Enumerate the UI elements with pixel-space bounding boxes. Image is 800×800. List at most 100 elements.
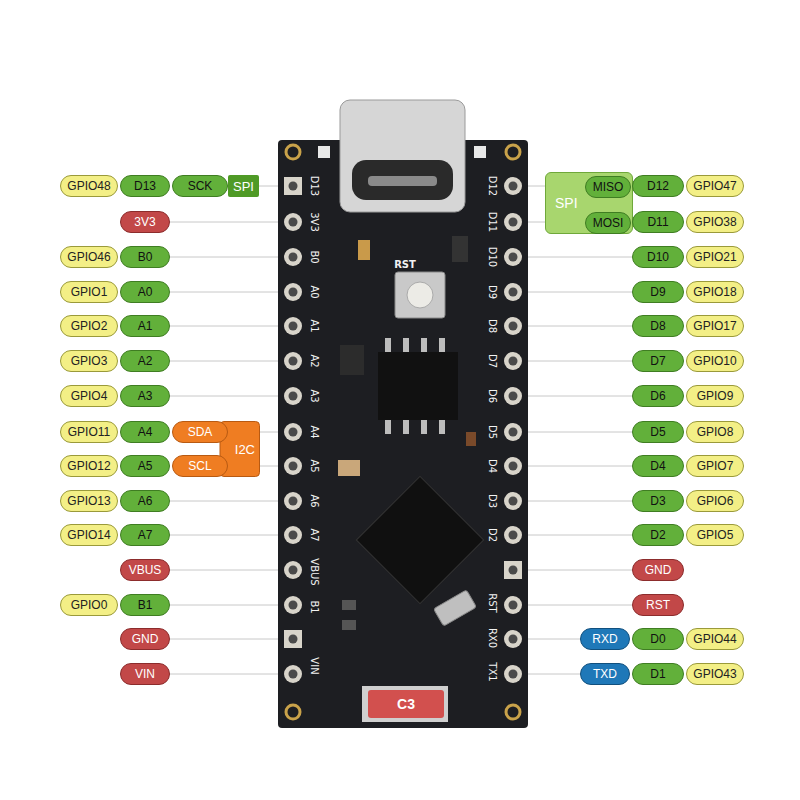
pin-label: D4 (632, 455, 684, 477)
pin-pad (504, 352, 522, 370)
silkscreen-label: D10 (487, 247, 498, 267)
pin-label: GPIO47 (686, 175, 744, 197)
pin-label: GPIO9 (686, 385, 744, 407)
pin-pad (504, 492, 522, 510)
pin-label: GPIO46 (60, 246, 118, 268)
pin-hole (509, 531, 518, 540)
pin-label: GPIO11 (60, 421, 118, 443)
pin-text: SDA (188, 425, 213, 439)
pin-hole (509, 392, 518, 401)
pin-label: GPIO12 (60, 455, 118, 477)
pin-text: D2 (650, 528, 665, 542)
pin-label: D8 (632, 315, 684, 337)
pin-label: D3 (632, 490, 684, 512)
silkscreen-label: D5 (487, 425, 498, 439)
pin-pad (284, 283, 302, 301)
pin-text: A0 (138, 285, 153, 299)
silkscreen-label: A2 (309, 354, 320, 367)
pin-label: B0 (120, 246, 170, 268)
pin-pad (504, 248, 522, 266)
pin-pad (284, 526, 302, 544)
silkscreen-label: D7 (487, 354, 498, 368)
pin-pad (284, 561, 302, 579)
pin-text: GPIO18 (693, 285, 736, 299)
pin-text: RXD (592, 632, 617, 646)
pin-pad (504, 423, 522, 441)
silkscreen-label: D13 (309, 176, 320, 196)
pin-pad (284, 387, 302, 405)
silkscreen-label: A4 (309, 425, 320, 438)
component-marking: C3 (397, 696, 415, 712)
pin-label: GPIO8 (686, 421, 744, 443)
pin-hole (509, 253, 518, 262)
silkscreen-label: B1 (309, 600, 320, 613)
bus-group: SPIMISOMOSI (545, 172, 633, 234)
silkscreen-label: TX1 (487, 662, 498, 681)
pin-label: GPIO18 (686, 281, 744, 303)
pin-label: SCK (172, 175, 228, 197)
pin-pad (504, 283, 522, 301)
pin-label: D2 (632, 524, 684, 546)
pin-text: GPIO6 (697, 494, 734, 508)
pin-text: GPIO43 (693, 667, 736, 681)
pin-text: GPIO7 (697, 459, 734, 473)
pin-text: GPIO2 (71, 319, 108, 333)
pin-text: A3 (138, 389, 153, 403)
pin-hole (289, 253, 298, 262)
pin-text: D9 (650, 285, 665, 299)
silkscreen-label: D11 (487, 212, 498, 232)
pin-hole (509, 601, 518, 610)
pin-pad (504, 665, 522, 683)
pin-text: GPIO11 (68, 425, 110, 439)
silkscreen-label: A0 (309, 285, 320, 298)
pin-text: MISO (593, 180, 624, 194)
pin-text: D10 (647, 250, 669, 264)
silkscreen-label: D12 (487, 176, 498, 196)
pin-hole (509, 322, 518, 331)
pin-text: RST (646, 598, 670, 612)
pin-text: A1 (138, 319, 153, 333)
pin-label: 3V3 (120, 211, 170, 233)
pin-text: GPIO0 (71, 598, 108, 612)
pin-label: GPIO3 (60, 350, 118, 372)
pin-label: GPIO0 (60, 594, 118, 616)
pin-text: GPIO3 (71, 354, 108, 368)
pin-text: GPIO48 (67, 179, 110, 193)
pin-text: D12 (647, 179, 669, 193)
pin-hole (509, 635, 518, 644)
pin-text: GPIO8 (697, 425, 734, 439)
pin-label: A2 (120, 350, 170, 372)
pin-text: GPIO4 (71, 389, 108, 403)
pin-text: A4 (138, 425, 153, 439)
pin-label: A4 (120, 421, 170, 443)
pin-label: GPIO14 (60, 524, 118, 546)
silkscreen-label: D4 (487, 459, 498, 473)
pin-label: D11 (632, 211, 684, 233)
pin-pad (284, 630, 302, 648)
pin-label: A7 (120, 524, 170, 546)
pin-pad (284, 352, 302, 370)
pin-label: GPIO38 (686, 211, 744, 233)
pin-text: GPIO44 (693, 632, 736, 646)
pin-label: GND (120, 628, 170, 650)
silkscreen-label: RST (487, 593, 498, 612)
pin-text: 3V3 (134, 215, 155, 229)
pin-pad (284, 457, 302, 475)
pin-pad (284, 665, 302, 683)
pin-hole (509, 462, 518, 471)
silkscreen-label: D6 (487, 389, 498, 403)
pin-label: MISO (585, 176, 631, 198)
pin-hole (289, 497, 298, 506)
pin-text: A2 (138, 354, 153, 368)
pin-hole (289, 635, 298, 644)
pin-label: D1 (632, 663, 684, 685)
pin-label: GPIO4 (60, 385, 118, 407)
pin-label: SPI (228, 175, 259, 197)
silkscreen-label: D8 (487, 319, 498, 333)
pin-label: GPIO44 (686, 628, 744, 650)
pin-label: D9 (632, 281, 684, 303)
pin-label: GPIO21 (686, 246, 744, 268)
pin-text: B0 (138, 250, 153, 264)
pin-label: RXD (580, 628, 630, 650)
